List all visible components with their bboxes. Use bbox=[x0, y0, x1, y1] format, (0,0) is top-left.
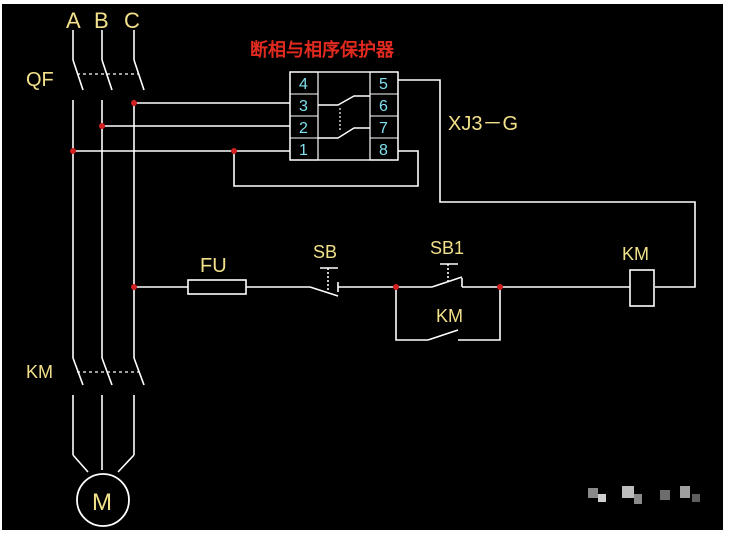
junction-dots bbox=[70, 100, 503, 290]
diagram-background bbox=[2, 4, 723, 530]
wires bbox=[72, 30, 696, 473]
mechanical-links bbox=[77, 73, 139, 373]
motor-symbol bbox=[76, 473, 130, 527]
protector-contact-lower bbox=[318, 127, 370, 139]
junction-holding-left bbox=[393, 284, 399, 290]
motor-label: M bbox=[92, 489, 112, 516]
wire-motor-c bbox=[117, 454, 135, 473]
protector-model: XJ3－G bbox=[448, 113, 518, 135]
switch-ticks bbox=[320, 263, 463, 292]
watermark-block bbox=[598, 494, 606, 502]
holding-contact-blade bbox=[427, 329, 459, 341]
wire-terminal-8-loop bbox=[233, 150, 419, 187]
terminal-7: 7 bbox=[379, 120, 388, 137]
terminal-2: 2 bbox=[299, 120, 308, 137]
wire-holding-left bbox=[395, 287, 428, 341]
coil-label: KM bbox=[622, 244, 649, 264]
wire-terminal-5-to-coil bbox=[398, 79, 696, 288]
watermark-block bbox=[680, 486, 690, 498]
junction-c-3 bbox=[131, 100, 137, 106]
contactor-label: KM bbox=[26, 362, 53, 382]
watermark-block bbox=[692, 494, 700, 502]
junction-a-1 bbox=[70, 148, 76, 154]
wire-motor-a bbox=[72, 454, 89, 473]
breaker-contact-a bbox=[72, 59, 84, 91]
phase-b-label: B bbox=[94, 8, 109, 33]
breaker-contact-c bbox=[133, 59, 145, 91]
sb1-contact-blade bbox=[431, 276, 463, 288]
protector-title: 断相与相序保护器 bbox=[250, 39, 395, 60]
coil-symbol bbox=[629, 269, 655, 307]
terminal-1: 1 bbox=[299, 142, 308, 159]
watermark-block bbox=[622, 486, 634, 498]
labels: A B C QF 断相与相序保护器 XJ3－G 4 3 2 1 5 6 7 8 … bbox=[26, 8, 649, 516]
start-button-label: SB1 bbox=[430, 238, 464, 258]
breaker-label: QF bbox=[26, 69, 54, 91]
breaker-contact-b bbox=[101, 59, 113, 91]
watermark-block bbox=[634, 494, 642, 504]
phase-a-label: A bbox=[66, 8, 81, 33]
junction-loop bbox=[231, 148, 237, 154]
fuse-symbol bbox=[187, 279, 247, 295]
terminal-5: 5 bbox=[379, 76, 388, 93]
protector-contact-upper bbox=[318, 95, 370, 106]
watermark bbox=[588, 486, 700, 504]
phase-protector bbox=[289, 71, 399, 161]
stop-button-label: SB bbox=[313, 242, 337, 262]
junction-control bbox=[131, 284, 137, 290]
terminal-4: 4 bbox=[299, 76, 308, 93]
watermark-block bbox=[588, 488, 598, 498]
fuse-label: FU bbox=[200, 255, 227, 277]
junction-holding-right bbox=[497, 284, 503, 290]
phase-c-label: C bbox=[124, 8, 140, 33]
terminal-3: 3 bbox=[299, 98, 308, 115]
terminal-6: 6 bbox=[379, 98, 388, 115]
junction-b-2 bbox=[99, 123, 105, 129]
watermark-block bbox=[660, 490, 670, 500]
wire-holding-right bbox=[458, 287, 501, 341]
holding-contact-label: KM bbox=[436, 306, 463, 326]
terminal-8: 8 bbox=[379, 142, 388, 159]
sb-contact-blade bbox=[309, 286, 339, 297]
